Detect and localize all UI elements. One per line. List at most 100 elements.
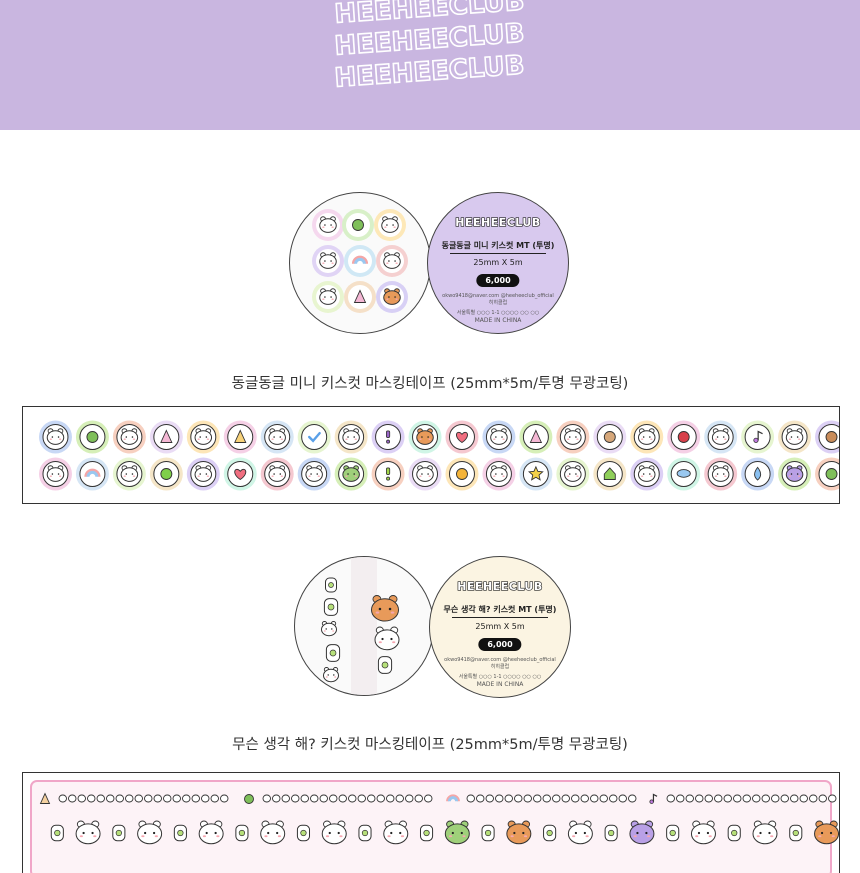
chain-link xyxy=(191,794,200,803)
chain-link xyxy=(220,794,229,803)
label-size: 25mm X 5m xyxy=(473,258,523,267)
chain-link xyxy=(485,794,494,803)
label-price-badge: 6,000 xyxy=(476,274,520,287)
chain-link xyxy=(504,794,513,803)
chain-link xyxy=(201,794,210,803)
chain-link xyxy=(676,794,685,803)
chain-link xyxy=(134,794,143,803)
cat-icon xyxy=(629,820,655,845)
hamster-icon xyxy=(75,820,101,845)
chain-link xyxy=(733,794,742,803)
bubble-icon xyxy=(325,577,337,593)
pudding-icon xyxy=(234,429,247,443)
hamster-icon xyxy=(342,428,360,445)
product-1-roll-stickers xyxy=(312,209,408,313)
bubble-icon xyxy=(323,598,339,616)
hamster-icon xyxy=(120,428,139,445)
bubble-icon xyxy=(296,824,311,842)
product-1-roll-photo xyxy=(289,192,431,334)
label-price-badge: 6,000 xyxy=(478,638,522,651)
rainbow-icon xyxy=(351,255,369,265)
chain-link xyxy=(300,794,309,803)
hamster-icon xyxy=(374,626,400,651)
bubble-icon xyxy=(727,824,741,842)
chain-link xyxy=(514,794,523,803)
chain-link xyxy=(599,794,608,803)
label-brand: HEEHEECLUB xyxy=(455,215,541,229)
bubble-icon xyxy=(419,824,434,842)
hamster-icon xyxy=(490,428,508,445)
chain-link xyxy=(742,794,751,803)
chain-link xyxy=(153,794,162,803)
product-2-tape-strip xyxy=(22,772,840,873)
clover-icon xyxy=(86,431,99,443)
label-contact: okwo9418@naver.com @heeheeclub_official xyxy=(444,657,556,663)
label-contact: okwo9418@naver.com @heeheeclub_official xyxy=(442,293,554,299)
chain-link xyxy=(828,794,837,803)
chain-link xyxy=(495,794,504,803)
party-hat-icon xyxy=(529,429,543,443)
house-icon xyxy=(603,467,616,480)
hamster-icon xyxy=(268,428,286,445)
hamster-icon xyxy=(323,667,339,683)
chain-link xyxy=(590,794,599,803)
bubble-icon xyxy=(358,824,372,842)
label-origin: MADE IN CHINA xyxy=(476,681,524,688)
clover-icon xyxy=(244,794,254,804)
chain-link xyxy=(552,794,561,803)
chain-link xyxy=(685,794,694,803)
bubble-icon xyxy=(235,824,249,842)
chain-link xyxy=(376,794,385,803)
heart-icon xyxy=(456,431,468,444)
chain-link xyxy=(281,794,290,803)
hamster-icon xyxy=(120,465,139,482)
hamster-icon xyxy=(319,288,337,305)
chain-link xyxy=(799,794,808,803)
hamster-icon xyxy=(416,465,434,482)
chain-link xyxy=(386,794,395,803)
bubble-icon xyxy=(377,656,393,674)
chain-link xyxy=(704,794,713,803)
hamster-icon xyxy=(381,216,399,233)
apple-icon xyxy=(160,468,173,480)
chain-link xyxy=(77,794,86,803)
tape-2-stickers xyxy=(30,780,839,873)
dog-icon xyxy=(506,820,532,845)
rainbow-icon xyxy=(84,468,101,478)
hamster-icon xyxy=(711,428,730,445)
chain-link xyxy=(319,794,328,803)
hamster-icon xyxy=(137,820,163,845)
label-subtitle: 히히클럽 xyxy=(490,664,510,670)
hamster-icon xyxy=(321,820,347,845)
music-icon xyxy=(649,793,658,804)
chain-link xyxy=(628,794,637,803)
product-1-title: 동글동글 미니 키스컷 마스킹테이프 (25mm*5m/투명 무광코팅) xyxy=(231,376,629,392)
hamster-icon xyxy=(567,820,593,845)
chain-link xyxy=(414,794,423,803)
hamster-icon xyxy=(260,820,286,845)
label-address: 서울특별 ○○○ 1-1 ○○○○ ○○ ○○ xyxy=(458,674,542,680)
chain-link xyxy=(262,794,271,803)
hamster-icon xyxy=(690,820,716,845)
rainbow-icon xyxy=(446,794,460,802)
tape-strip-photo xyxy=(351,557,377,695)
chain-link xyxy=(466,794,475,803)
chain-link xyxy=(790,794,799,803)
chain-link xyxy=(310,794,319,803)
tape-1-stickers xyxy=(38,420,839,491)
product-1-roll-label: HEEHEECLUB 동글동글 미니 키스컷 MT (투명) 25mm X 5m… xyxy=(427,192,569,334)
bubble-icon xyxy=(604,824,618,842)
chain-link xyxy=(329,794,338,803)
chain-link xyxy=(752,794,761,803)
check-icon xyxy=(308,431,321,443)
hamster-icon xyxy=(46,428,65,445)
cat-icon xyxy=(785,465,804,482)
chain-link xyxy=(809,794,818,803)
drop-icon xyxy=(754,466,762,481)
chain-link xyxy=(68,794,77,803)
chain-link xyxy=(780,794,789,803)
cake-icon xyxy=(39,792,51,804)
chain-link xyxy=(666,794,675,803)
label-product-name: 무슨 생각 해? 키스컷 MT (투명) xyxy=(443,605,557,614)
party-hat-icon xyxy=(353,289,367,303)
